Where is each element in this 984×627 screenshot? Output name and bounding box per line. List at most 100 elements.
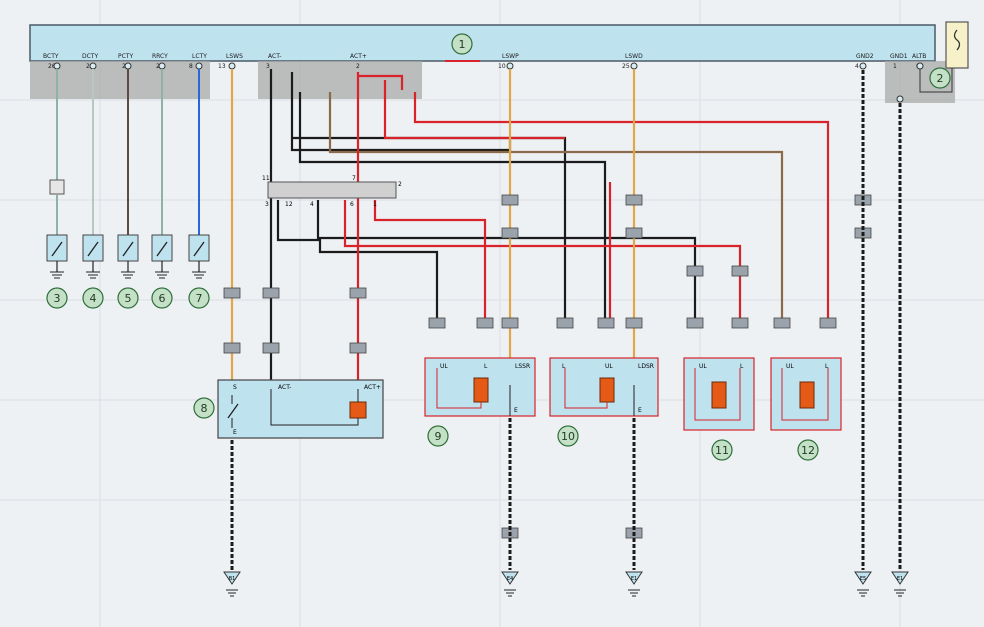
motor-callout [797,439,819,461]
motor-callout-number: 10 [561,430,575,443]
pin-terminal [228,62,236,70]
motor-label: E [638,407,642,414]
switch-callout-number: 4 [90,292,97,305]
pin-label: GND2 [856,53,874,60]
pin-terminal [158,62,166,70]
fuse-body [945,21,969,69]
switch-callout [117,287,139,309]
pin-label: GND1 [890,53,908,60]
pin-label: LCTY [192,53,207,60]
switch-callout [188,287,210,309]
door-switch-6: 6 [151,234,173,309]
junction-pin: 11 [262,175,270,182]
lock-motor-9: UL L LSSR E 9 [424,357,536,447]
switch-callout [82,287,104,309]
motor-label: L [562,363,566,370]
junction-pin: 7 [352,175,356,182]
inline-connector [49,179,65,195]
junction-body [267,181,397,199]
switch-callout [46,287,68,309]
motor-callout-number: 12 [801,444,815,457]
junction-block: 11 7 2 3 12 4 6 1 [262,175,402,208]
junction-pin: 3 [265,201,269,208]
ecu-body [29,24,936,62]
ground-label: E5 [860,576,866,582]
switch-callout [151,287,173,309]
motor-actuator [599,377,615,403]
junction-pin: 12 [285,201,293,208]
ecu-callout-number: 1 [459,38,466,51]
pin-number: 4 [855,63,859,70]
lock-motor-10: L UL LDSR E 10 [549,357,659,447]
motor-actuator [349,401,367,419]
motor-label: UL [699,363,707,370]
door-switch-3: 3 [46,234,68,309]
ground-label: E1 [897,576,903,582]
signal-wires [230,69,830,380]
fuse-box: 2 [929,21,969,89]
pin-label: BCTY [43,53,59,60]
door-switch-wires [56,69,200,235]
motor-label: E [514,407,518,414]
motor-callout [427,425,449,447]
altb-wire [919,68,953,93]
door-switch-7: 7 [188,234,210,309]
door-switches: 3 4 5 [46,234,210,309]
motor-actuator [799,381,815,409]
motor-label: UL [605,363,613,370]
junction-pin: 1 [373,201,377,208]
motor-callout [193,397,215,419]
switch-callout-number: 5 [125,292,132,305]
grounds: B1 E4 E1 E5 E1 [223,571,909,597]
main-ecu: 1 [29,24,936,62]
pin-number: 13 [218,63,226,70]
motor-callout-number: 11 [715,444,729,457]
ground-3: E1 [625,571,643,597]
pin-label: ALTB [912,53,926,60]
motor-label: S [233,384,237,391]
motor-label: UL [440,363,448,370]
motor-label: ACT- [278,384,291,391]
junction-pin: 2 [398,181,402,188]
ground-label: E1 [631,576,637,582]
motor-label: L [740,363,744,370]
pin-label: LSWP [502,53,519,60]
motor-callout [557,425,579,447]
connector-act [258,61,422,99]
pin-label: PCTY [118,53,133,60]
door-switch-4: 4 [82,234,104,309]
pin-terminal [124,62,132,70]
ecu-pin-labels: BCTY 26 DCTY 26 PCTY 20 RRCY 22 LCTY 8 L… [43,53,926,70]
pin-terminal [630,62,638,70]
fuse-element-icon [953,29,961,51]
motor-label: UL [786,363,794,370]
ground-2: E4 [501,571,519,597]
lock-motor-11: UL L 11 [683,357,755,461]
switch-callout-number: 3 [54,292,61,305]
pin-label: ACT+ [350,53,367,60]
motor-callout-number: 8 [201,402,208,415]
ecu-callout [451,33,473,55]
ground-1: B1 [223,571,241,597]
motor-callout-number: 9 [435,430,442,443]
lock-motor-12: UL L 12 [770,357,842,461]
ecu-connectors [30,61,955,103]
lock-motor-8: S ACT- ACT+ E 8 [193,379,384,439]
fuse-callout [929,67,951,89]
pin-number: 2 [356,63,360,70]
ground-5: E1 [891,571,909,597]
motor-label: ACT+ [364,384,381,391]
pin-number: 26 [48,63,56,70]
motor-label: LSSR [515,363,530,370]
junction-pin: 6 [350,201,354,208]
motor-actuator [711,381,727,409]
motor-body [770,357,842,431]
motor-label: L [484,363,488,370]
pin-number: 1 [893,63,897,70]
pin-label: LSWS [226,53,243,60]
ground-label: B1 [229,576,236,582]
ground-wires [230,70,902,570]
switch-callout-number: 6 [159,292,166,305]
motor-label: LDSR [638,363,654,370]
